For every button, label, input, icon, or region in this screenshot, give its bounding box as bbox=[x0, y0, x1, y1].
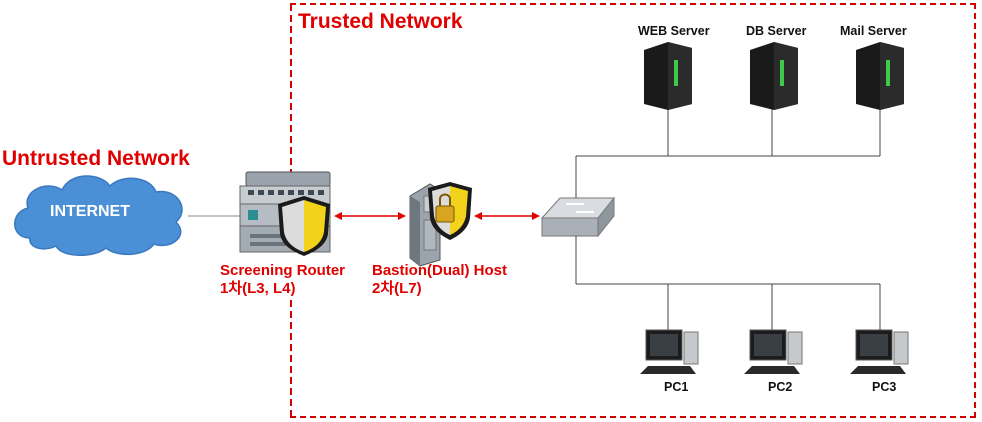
trusted-network-boundary bbox=[290, 3, 976, 418]
bastion-label: Bastion(Dual) Host 2차(L7) bbox=[372, 262, 507, 298]
pc1-icon bbox=[640, 329, 699, 374]
bastion-label-line2: 2차(L7) bbox=[372, 280, 422, 297]
switch-icon bbox=[540, 196, 616, 238]
bastion-switch-arrow bbox=[474, 212, 540, 220]
router-label-line2: 1차(L3, L4) bbox=[220, 280, 296, 297]
mail-server-icon bbox=[856, 42, 904, 110]
pc1-label: PC1 bbox=[664, 380, 689, 394]
web-server-icon bbox=[644, 42, 692, 110]
untrusted-network-title: Untrusted Network bbox=[2, 147, 190, 170]
internet-label: INTERNET bbox=[50, 203, 130, 220]
web-server-label: WEB Server bbox=[638, 24, 710, 38]
db-server-label: DB Server bbox=[746, 24, 807, 38]
trusted-network-title: Trusted Network bbox=[298, 10, 463, 33]
router-bastion-arrow bbox=[334, 212, 406, 220]
bastion-label-line1: Bastion(Dual) Host bbox=[372, 262, 507, 279]
pc3-icon bbox=[850, 329, 909, 374]
pc3-label: PC3 bbox=[872, 380, 897, 394]
bastion-host-icon bbox=[409, 182, 472, 267]
screening-router-icon bbox=[239, 171, 331, 256]
mail-server-label: Mail Server bbox=[840, 24, 907, 38]
backbone-lines bbox=[575, 108, 881, 332]
router-label: Screening Router 1차(L3, L4) bbox=[220, 262, 345, 298]
db-server-icon bbox=[750, 42, 798, 110]
router-label-line1: Screening Router bbox=[220, 262, 346, 279]
internet-cloud-icon bbox=[14, 175, 183, 256]
pc2-icon bbox=[744, 329, 803, 374]
pc2-label: PC2 bbox=[768, 380, 793, 394]
